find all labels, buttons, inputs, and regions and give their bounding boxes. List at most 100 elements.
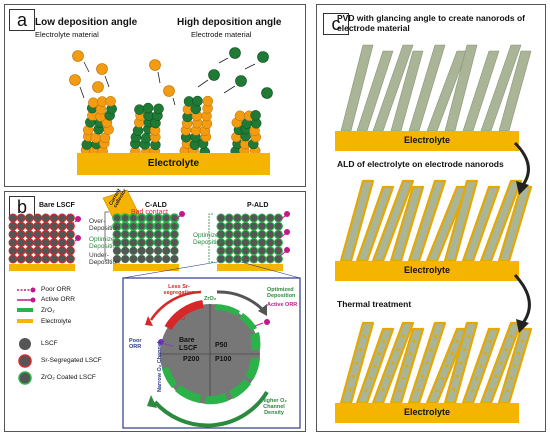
lscf-grain [265, 213, 275, 223]
zro2-inset-label: ZrO₂ [204, 296, 217, 302]
electrolyte-island [455, 339, 459, 343]
c-ald-electrolyte [113, 264, 179, 271]
lscf-grain [232, 229, 242, 239]
lscf-grain [137, 254, 146, 264]
panel-b-drawing [8, 189, 301, 429]
electrolyte-island [509, 334, 513, 338]
electrolyte-island [401, 334, 405, 338]
lscf-grain [241, 238, 251, 248]
lscf-grain [41, 254, 51, 264]
bare-lscf-inset-label: Bare LSCF [179, 337, 198, 352]
lscf-grain [57, 238, 67, 248]
lscf-grain [224, 213, 234, 223]
sr-segregated-icon [18, 354, 32, 368]
lscf-grain [120, 221, 130, 232]
lscf-grain [265, 238, 275, 248]
electrolyte-island [509, 376, 513, 380]
lscf-grain [33, 213, 43, 223]
lscf-grain [16, 238, 26, 248]
electrolyte-island [513, 364, 517, 368]
lscf-grain [265, 229, 275, 239]
lscf-grain [128, 238, 138, 248]
lscf-grain [224, 221, 234, 231]
lscf-grain [65, 254, 75, 264]
electrolyte-island [506, 389, 510, 393]
lscf-grain [216, 213, 226, 223]
lscf-grain [145, 238, 155, 248]
lscf-grain [257, 246, 267, 256]
electrode-particle [153, 103, 164, 115]
electrolyte-island [520, 339, 524, 343]
lscf-grain [16, 254, 26, 264]
electrolyte-island [348, 388, 352, 392]
high-angle-title: High deposition angle [177, 17, 282, 28]
electrolyte-island [475, 376, 479, 380]
electrolyte-particle [234, 110, 246, 122]
lscf-grain [273, 213, 283, 223]
electrolyte-island [391, 361, 395, 365]
substrate-2 [335, 261, 519, 281]
lscf-grain [216, 246, 226, 256]
lscf-grain [8, 229, 18, 239]
panel-a-substrate-label: Electrolyte [147, 158, 200, 169]
p200-label: P200 [183, 356, 200, 363]
lscf-grain [33, 246, 43, 256]
panel-b: b Bare LSCF C-ALD P-ALD [4, 188, 306, 432]
electrolyte-island [398, 389, 402, 393]
electrolyte-island [466, 334, 470, 338]
panel-c-tag: c [323, 13, 349, 35]
lscf-grain [65, 229, 75, 239]
lscf-grain [161, 238, 171, 248]
lscf-grain [120, 246, 130, 255]
lscf-grain [120, 213, 130, 223]
lscf-grain [257, 254, 267, 264]
deposited-columns [80, 95, 262, 158]
lscf-grain [24, 238, 34, 248]
narrow-o2-label: Narrow O₂ Channel [157, 341, 163, 392]
legend-label-zro2: ZrO₂ [41, 307, 55, 314]
electrolyte-island [381, 388, 385, 392]
p-ald-electrolyte [217, 264, 283, 271]
lscf-grain [16, 229, 26, 239]
higher-o2-label: Higher O₂ Channel Density [261, 398, 287, 416]
step3-label: Thermal treatment [337, 299, 412, 309]
lscf-grain [8, 213, 18, 223]
lscf-grain [8, 221, 18, 231]
lscf-grain [265, 254, 275, 264]
substrate-1-label: Electrolyte [403, 135, 451, 145]
lscf-grain [41, 229, 51, 239]
electrolyte-island [377, 352, 381, 356]
lscf-grain [265, 221, 275, 231]
lscf-grain [41, 246, 51, 256]
electrolyte-island [499, 361, 503, 365]
substrate-2-label: Electrolyte [403, 265, 451, 275]
p-ald-grid [216, 213, 283, 264]
electrolyte-island [362, 334, 366, 338]
lscf-grain [145, 221, 155, 232]
arrow-step1-to-2 [513, 141, 530, 186]
bad-contact-label: Bad contact [131, 209, 168, 216]
lscf-grain [16, 221, 26, 231]
lscf-grain [65, 213, 75, 223]
electrolyte-particle [202, 95, 214, 107]
lscf-grain [41, 221, 51, 231]
nanorods-bare [340, 44, 532, 132]
electrolyte-island [359, 348, 363, 352]
zro2-coated-icon [18, 371, 32, 385]
p-ald-optimized-label: Optimized Deposition [193, 232, 224, 246]
lscf-grain [49, 229, 59, 239]
lscf-grain [169, 221, 180, 232]
lscf-grain [24, 221, 34, 231]
electrolyte-island [463, 348, 467, 352]
electrolyte-island [429, 348, 433, 352]
arrow-step2-to-3 [513, 273, 531, 324]
lscf-grain [273, 254, 283, 264]
electrolyte-island [479, 364, 483, 368]
electrolyte-island [517, 352, 521, 356]
electrolyte-island [470, 389, 474, 393]
optimized-inset-label: Optimized Deposition [267, 287, 296, 299]
lscf-grain [8, 238, 18, 248]
electrolyte-island [504, 348, 508, 352]
legend-label-lscf: LSCF [41, 340, 58, 347]
lscf-icon [19, 338, 31, 350]
